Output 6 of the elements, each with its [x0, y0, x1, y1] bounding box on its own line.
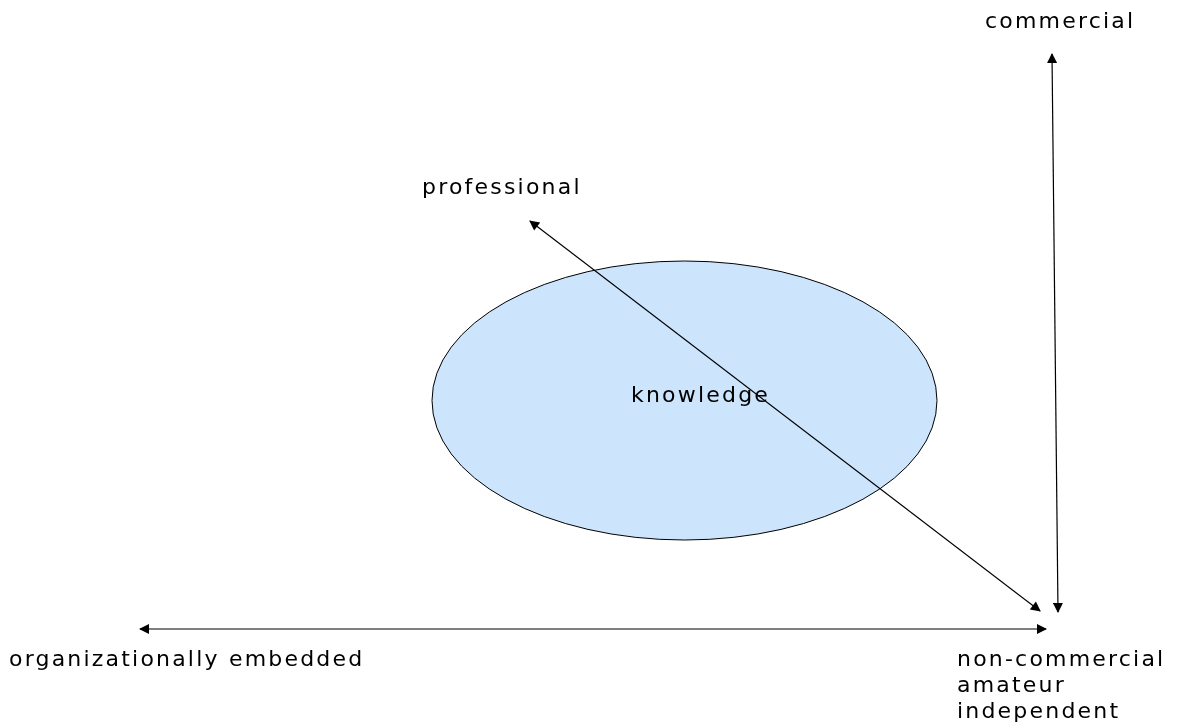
axis-label: non-commercial: [957, 646, 1166, 672]
axis-label: amateur: [957, 672, 1066, 698]
axis-label: commercial: [985, 8, 1136, 34]
axis-label: professional: [422, 174, 582, 200]
axis-label: independent: [957, 698, 1121, 724]
axis-label: organizationally embedded: [9, 646, 365, 672]
